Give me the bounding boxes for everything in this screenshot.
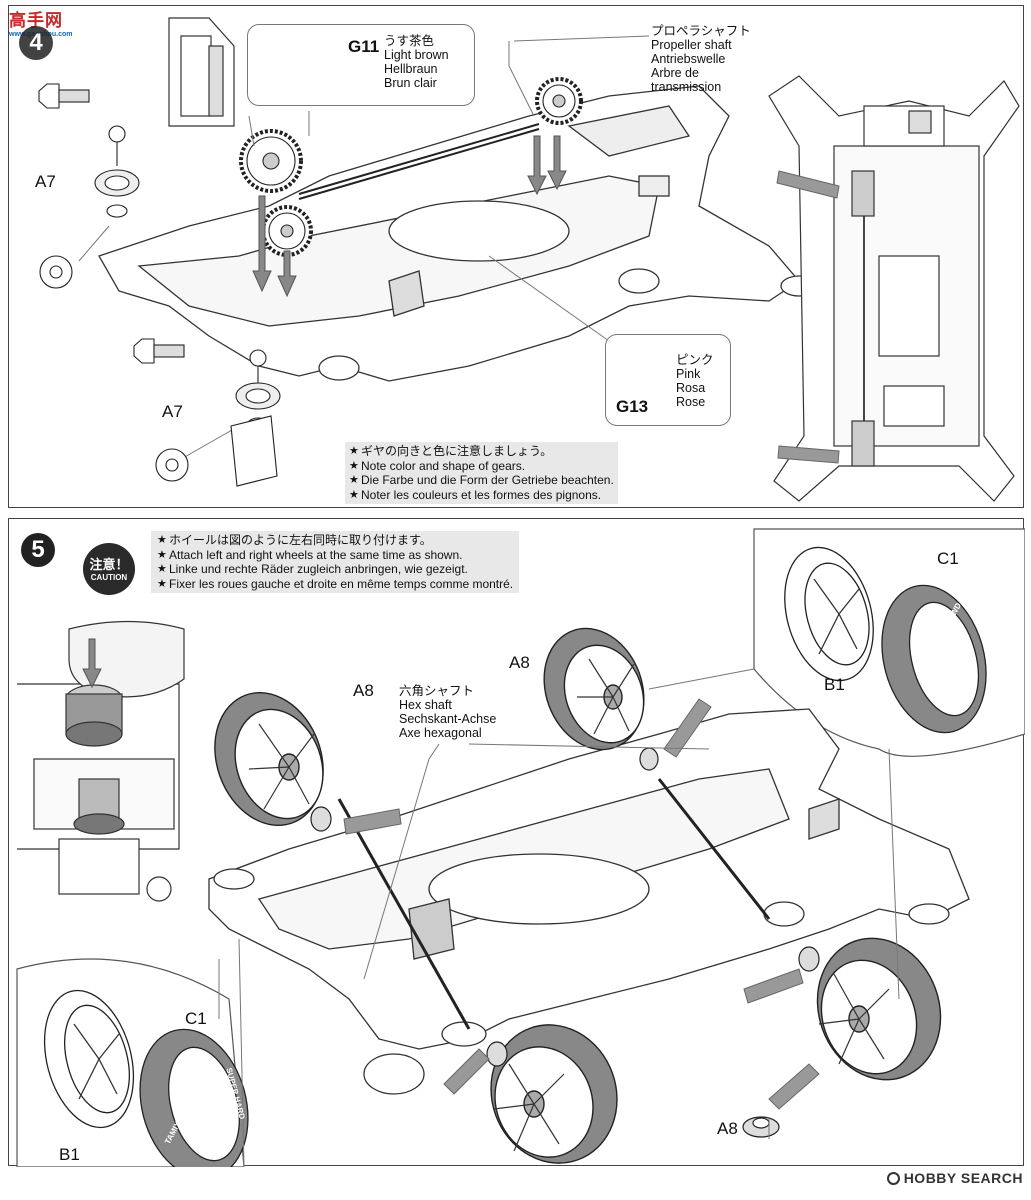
step4-notes: ★ギヤの向きと色に注意しましょう。 ★Note color and shape …: [345, 442, 618, 504]
bearing-drawings: [310, 747, 820, 1138]
a8-top-label: A8: [509, 653, 530, 672]
screw-bearing-drawing: [38, 83, 281, 487]
step4-panel: 高手网 www.gaoshou.com 4 G11 うす茶色 Light bro…: [8, 5, 1024, 508]
inset-right-wheel-tire: [784, 546, 987, 734]
g11-part-label: G11: [348, 37, 380, 56]
step5-number: 5: [21, 533, 55, 567]
chassis-drawing: [98, 85, 818, 382]
c1-right-label: C1: [937, 549, 959, 568]
step5-illustration: [16, 528, 1025, 1167]
g13-color-text: ピンク Pink Rosa Rose: [676, 353, 714, 409]
gear-g11-drawing: [239, 77, 583, 257]
a8-bottom-label: A8: [717, 1119, 738, 1138]
star-icon: ★: [349, 445, 359, 457]
wheel-drawings: [214, 627, 942, 1164]
hex-shaft-drawing: [337, 778, 771, 1030]
propeller-shaft-label: プロペラシャフト Propeller shaft Antriebswelle A…: [651, 24, 751, 94]
g11-callout: G11 うす茶色 Light brown Hellbraun Brun clai…: [247, 24, 475, 106]
star-icon: ★: [157, 534, 167, 546]
caution-badge: 注意！ CAUTION: [83, 543, 135, 595]
c1-left-label: C1: [185, 1009, 207, 1028]
star-icon: ★: [157, 563, 167, 575]
star-icon: ★: [157, 577, 167, 590]
step5-notes: ★ホイールは図のように左右同時に取り付けます。 ★Attach left and…: [151, 531, 520, 593]
b1-right-label: B1: [824, 675, 845, 694]
propeller-shaft-drawing: [298, 123, 540, 200]
a7-top-label: A7: [35, 172, 56, 191]
footer-brand: HOBBY SEARCH: [886, 1170, 1023, 1186]
step4-illustration: [38, 17, 1020, 502]
watermark-main: 高手网: [9, 11, 63, 30]
g11-color-text: うす茶色 Light brown Hellbraun Brun clair: [384, 34, 449, 90]
a7-bottom-label: A7: [162, 402, 183, 421]
step5-chassis-drawing: [208, 708, 970, 1095]
star-icon: ★: [349, 488, 359, 501]
brand-text: HOBBY SEARCH: [903, 1170, 1023, 1186]
a8-left-label: A8: [353, 681, 374, 700]
g13-part-label: G13: [616, 397, 649, 416]
inset-left-wheel-tire: [43, 989, 249, 1167]
step5-panel: 5 注意！ CAUTION ★ホイールは図のように左右同時に取り付けます。 ★A…: [8, 518, 1025, 1167]
hand-inset-drawing: [17, 620, 185, 902]
hobby-search-logo-icon: [886, 1171, 900, 1185]
hex-shaft-label: 六角シャフト Hex shaft Sechskant-Achse Axe hex…: [399, 684, 497, 740]
chassis-underside-drawing: [768, 75, 1020, 502]
star-icon: ★: [349, 459, 359, 472]
g13-callout: G13 ピンク Pink Rosa Rose: [605, 334, 731, 426]
b1-left-label: B1: [59, 1145, 80, 1164]
star-icon: ★: [349, 474, 359, 486]
step4-number: 4: [19, 26, 53, 60]
star-icon: ★: [157, 548, 167, 561]
